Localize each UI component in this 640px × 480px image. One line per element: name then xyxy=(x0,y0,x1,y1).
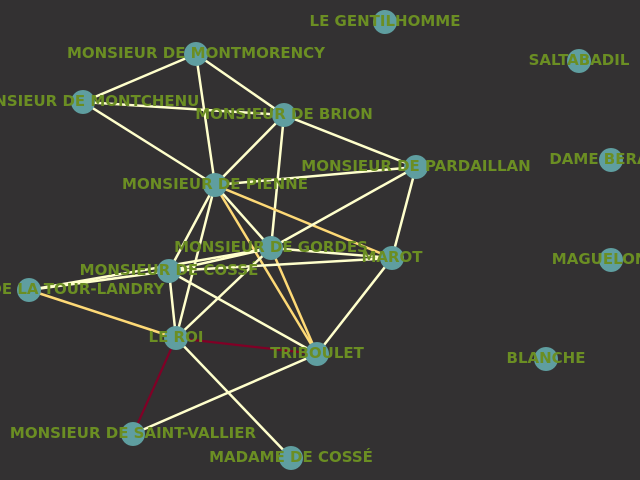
edge-roi-triboulet xyxy=(174,336,319,356)
node-label-saltabadil: SALTABADIL xyxy=(529,51,630,69)
edge-brion-pardaillan xyxy=(282,113,418,169)
node-label-gordes: MONSIEUR DE GORDES xyxy=(174,238,368,256)
edge-brion-pienne xyxy=(213,113,286,187)
node-montchenu[interactable] xyxy=(71,90,95,114)
edge-roi-madamecosse xyxy=(174,336,293,460)
node-cosse[interactable] xyxy=(157,259,181,283)
node-label-triboulet: TRIBOULET xyxy=(270,344,365,362)
node-marot[interactable] xyxy=(380,246,404,270)
edge-pardaillan-marot xyxy=(390,165,418,260)
nodes-layer xyxy=(17,10,623,470)
node-gentilhomme[interactable] xyxy=(373,10,397,34)
node-montmorency[interactable] xyxy=(184,42,208,66)
edge-gordes-roi xyxy=(174,246,273,340)
edge-montchenu-pienne xyxy=(81,100,217,187)
edge-pienne-cosse xyxy=(167,183,217,273)
node-label-brion: MONSIEUR DE BRION xyxy=(195,105,373,123)
node-label-saintvallier: MONSIEUR DE SAINT-VALLIER xyxy=(10,424,257,442)
node-gordes[interactable] xyxy=(259,236,283,260)
node-label-marot: MAROT xyxy=(361,248,423,266)
edge-cosse-triboulet xyxy=(167,269,319,356)
edge-gordes-latour xyxy=(27,246,273,292)
node-brion[interactable] xyxy=(272,103,296,127)
edge-pienne-gordes xyxy=(213,183,273,250)
node-pienne[interactable] xyxy=(203,173,227,197)
edge-pienne-triboulet xyxy=(213,183,319,356)
node-maguelonne[interactable] xyxy=(599,248,623,272)
edge-brion-gordes xyxy=(269,113,286,250)
node-label-cosse: MONSIEUR DE COSSÉ xyxy=(80,260,259,279)
node-roi[interactable] xyxy=(164,326,188,350)
edge-triboulet-saintvallier xyxy=(131,352,319,436)
node-label-berard: DAME BERARD xyxy=(549,150,640,168)
node-label-roi: LE ROI xyxy=(149,328,204,346)
edge-pienne-marot xyxy=(213,183,394,260)
node-label-montchenu: MONSIEUR DE MONTCHENU xyxy=(0,92,199,110)
edge-montmorency-brion xyxy=(194,52,286,117)
node-label-latour: MONSIEUR DE LA TOUR-LANDRY xyxy=(0,280,166,298)
node-saintvallier[interactable] xyxy=(121,422,145,446)
node-saltabadil[interactable] xyxy=(567,49,591,73)
node-latour[interactable] xyxy=(17,278,41,302)
node-label-pardaillan: MONSIEUR DE PARDAILLAN xyxy=(301,157,530,175)
edge-montmorency-montchenu xyxy=(81,52,198,104)
edge-triboulet-marot xyxy=(315,256,394,356)
edge-pienne-pardaillan xyxy=(213,165,418,187)
node-madamecosse[interactable] xyxy=(279,446,303,470)
edge-roi-saintvallier xyxy=(131,336,178,436)
node-label-maguelonne: MAGUELONNE xyxy=(552,250,640,268)
node-label-pienne: MONSIEUR DE PIENNE xyxy=(122,175,308,193)
node-label-madamecosse: MADAME DE COSSÉ xyxy=(209,447,373,466)
node-pardaillan[interactable] xyxy=(404,155,428,179)
node-label-blanche: BLANCHE xyxy=(507,349,586,367)
edge-cosse-latour xyxy=(27,269,171,292)
edge-latour-roi xyxy=(27,288,178,340)
edge-montmorency-pienne xyxy=(194,52,217,187)
edges-layer xyxy=(27,52,418,460)
edge-pardaillan-gordes xyxy=(269,165,418,250)
edge-montchenu-brion xyxy=(81,100,286,117)
edge-gordes-marot xyxy=(269,246,394,260)
node-triboulet[interactable] xyxy=(305,342,329,366)
node-label-gentilhomme: LE GENTILHOMME xyxy=(310,12,461,30)
node-label-montmorency: MONSIEUR DE MONTMORENCY xyxy=(67,44,326,62)
node-berard[interactable] xyxy=(599,148,623,172)
labels-layer: LE GENTILHOMME SALTABADIL MONSIEUR DE MONT… xyxy=(0,12,640,466)
edge-cosse-marot xyxy=(167,256,394,273)
node-blanche[interactable] xyxy=(534,347,558,371)
